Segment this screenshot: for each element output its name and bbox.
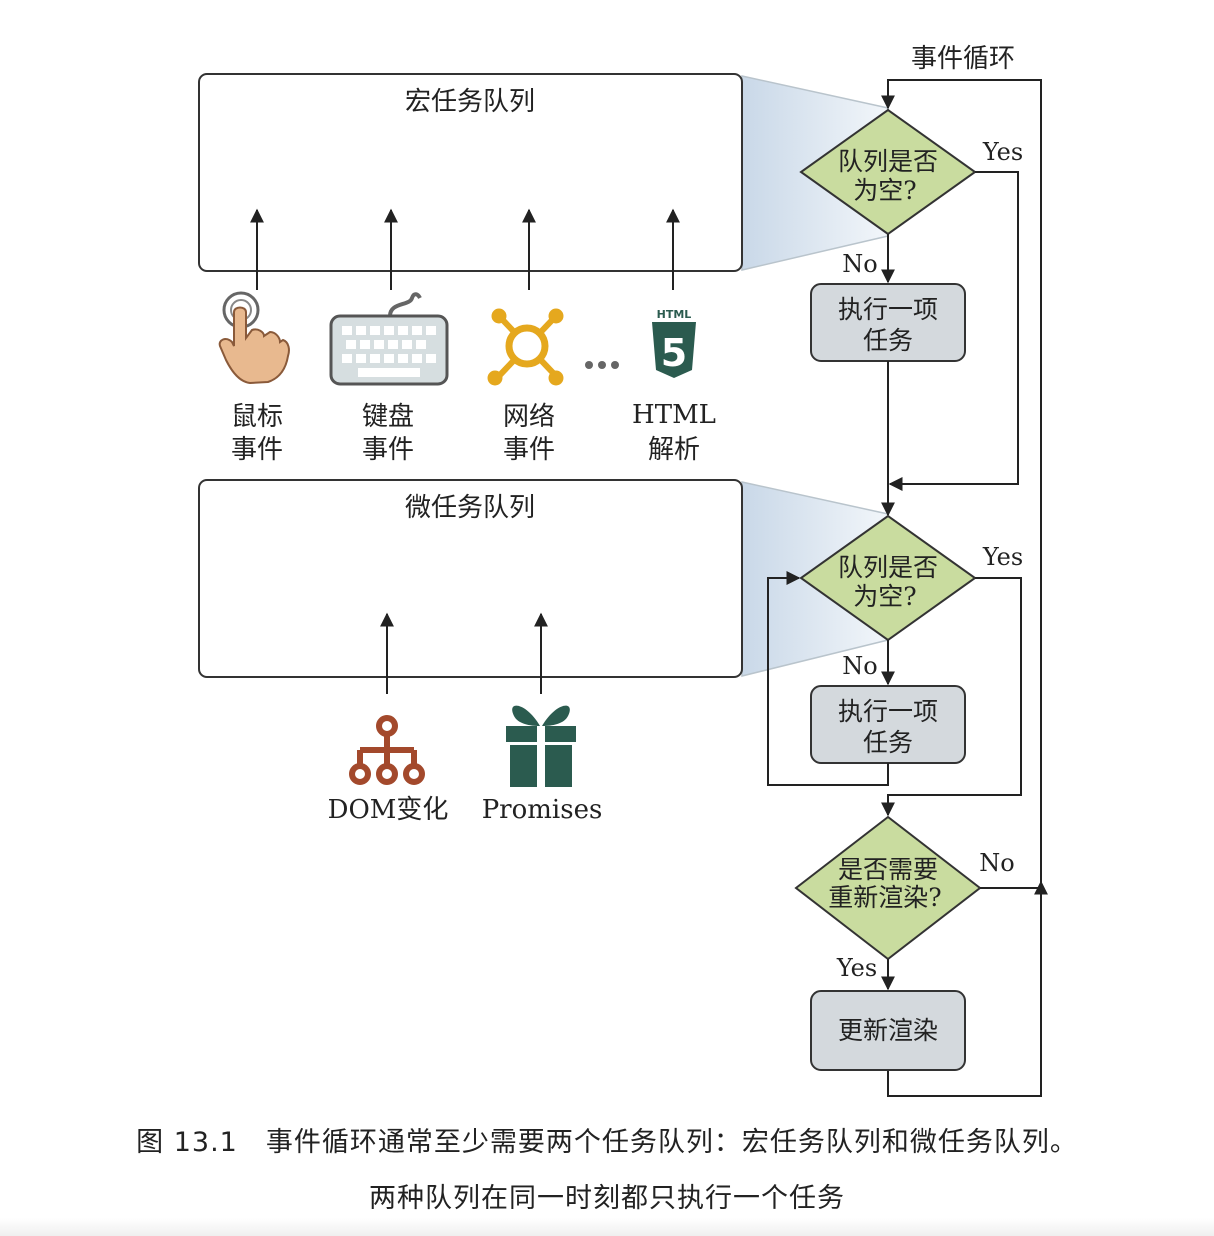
dom-tree-icon — [349, 715, 425, 785]
event-loop-label: 事件循环 — [911, 44, 1015, 74]
macro-yes-line — [888, 171, 1019, 491]
promises-label: Promises — [482, 795, 603, 825]
render-yes-label: Yes — [836, 954, 877, 982]
network-icon — [487, 308, 564, 386]
render-check-line1: 是否需要 — [838, 855, 938, 884]
render-no-label: No — [979, 849, 1014, 877]
micro-no-label: No — [842, 652, 877, 680]
bottom-shade — [0, 1218, 1214, 1236]
macro-no-label: No — [842, 250, 877, 278]
render-task-label: 更新渲染 — [838, 1016, 938, 1045]
macro-check-line1: 队列是否 — [838, 147, 938, 176]
mouse-click-icon — [218, 291, 290, 385]
macro-source-labels: 鼠标 事件 键盘 事件 网络 事件 HTML 解析 — [231, 400, 716, 465]
gift-icon — [506, 705, 576, 787]
micro-queue-title: 微任务队列 — [405, 493, 535, 523]
caption-line-2: 两种队列在同一时刻都只执行一个任务 — [369, 1183, 845, 1214]
macro-check-line2: 为空? — [853, 176, 916, 205]
ellipsis-icon — [585, 361, 619, 369]
macro-queue-title: 宏任务队列 — [405, 87, 535, 117]
micro-source-labels: DOM变化 Promises — [328, 795, 603, 825]
loop-return-line — [881, 79, 1042, 1097]
micro-task-line1: 执行一项 — [838, 697, 938, 726]
network-label-1: 网络 — [503, 402, 555, 432]
micro-queue-box — [198, 479, 743, 678]
micro-check-line1: 队列是否 — [838, 553, 938, 582]
micro-loop-back-line — [767, 571, 889, 786]
macro-task-line1: 执行一项 — [838, 295, 938, 324]
html5-digit: 5 — [661, 331, 687, 375]
macro-task-line2: 任务 — [863, 326, 913, 355]
macro-yes-label: Yes — [982, 138, 1023, 166]
micro-yes-line — [881, 577, 1022, 817]
dom-label: DOM变化 — [328, 795, 449, 825]
micro-task-line2: 任务 — [863, 728, 913, 757]
render-task-box — [810, 990, 966, 1071]
micro-check-line2: 为空? — [853, 582, 916, 611]
macro-queue-box — [198, 73, 743, 272]
network-label-2: 事件 — [503, 435, 555, 465]
render-check-line2: 重新渲染? — [828, 883, 941, 912]
mouse-label-1: 鼠标 — [231, 402, 283, 432]
mouse-label-2: 事件 — [231, 435, 283, 465]
micro-yes-label: Yes — [982, 543, 1023, 571]
html5-icon: HTML 5 — [652, 308, 696, 378]
html-label-1: HTML — [632, 400, 716, 430]
caption-line-1: 图 13.1 事件循环通常至少需要两个任务队列：宏任务队列和微任务队列。 — [136, 1127, 1078, 1158]
keyboard-label-1: 键盘 — [362, 402, 414, 432]
html-label-2: 解析 — [648, 435, 700, 465]
html5-badge-text: HTML — [657, 308, 692, 321]
keyboard-label-2: 事件 — [362, 435, 414, 465]
keyboard-icon — [329, 292, 449, 386]
